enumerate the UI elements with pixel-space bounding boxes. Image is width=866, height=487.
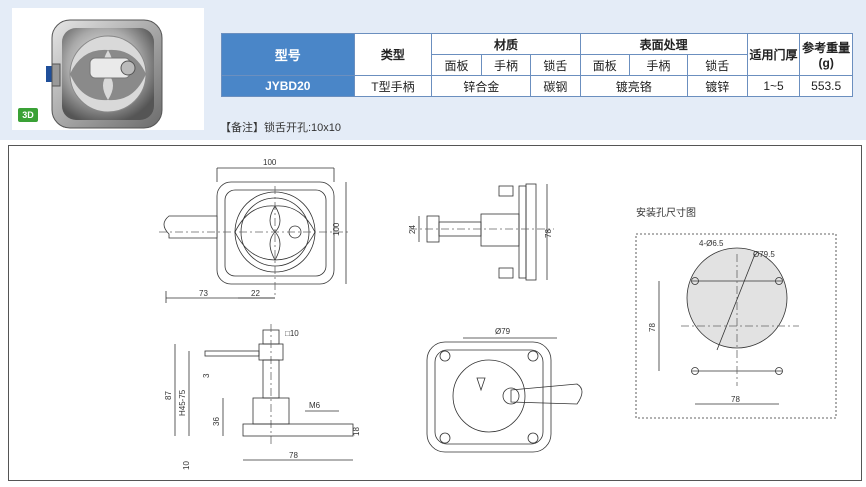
back-view: Ø79	[426, 327, 583, 453]
dim-sec-base: 78	[289, 451, 298, 460]
note-text: 【备注】锁舌开孔:10x10	[220, 122, 342, 134]
section-view: □10 87 H45-75 3 36 M6 18 10 78	[164, 324, 361, 470]
cell-material-panel-handle: 锌合金	[431, 75, 532, 97]
cell-weight: 553.5	[799, 75, 853, 97]
dim-sec-total: 87	[164, 391, 173, 400]
dim-sec-10: 10	[182, 461, 191, 470]
cell-surface-tongue: 镀锌	[686, 75, 748, 97]
header-material: 材质	[431, 33, 581, 55]
dim-side-78: 78	[544, 229, 553, 238]
dim-back-dia: Ø79	[495, 327, 511, 336]
dim-mount-w: 78	[731, 395, 740, 404]
cell-surface-panel-handle: 镀亮铬	[579, 75, 688, 97]
dim-front-width: 100	[263, 158, 277, 167]
spec-table: 型号 类型 材质 表面处理 适用门厚 参考重量(g) 面板 手柄 锁舌 面板 手…	[221, 33, 853, 97]
header-surface-panel: 面板	[579, 54, 631, 76]
header-material-handle: 手柄	[480, 54, 532, 76]
dim-front-left: 73	[199, 289, 208, 298]
dim-sec-36: 36	[212, 417, 221, 426]
header-surface-handle: 手柄	[629, 54, 688, 76]
cell-door-thickness: 1~5	[746, 75, 801, 97]
header-type: 类型	[353, 33, 433, 76]
header-surface: 表面处理	[579, 33, 748, 55]
header-model: 型号	[221, 33, 355, 76]
header-material-panel: 面板	[431, 54, 482, 76]
dim-sec-3: 3	[202, 373, 211, 378]
side-view: 24 78	[408, 183, 554, 281]
header-door-thickness: 适用门厚	[746, 33, 801, 76]
dim-sec-range: H45-75	[178, 389, 187, 416]
cell-material-tongue: 碳钢	[530, 75, 581, 97]
dim-side-24: 24	[408, 225, 417, 234]
mount-title: 安装孔尺寸图	[636, 206, 696, 219]
header-material-tongue: 锁舌	[530, 54, 581, 76]
dim-mount-bore: Ø79.5	[753, 250, 775, 259]
cell-type: T型手柄	[353, 75, 433, 97]
product-photo	[12, 8, 204, 130]
technical-drawing: 100 100 73 22	[8, 145, 862, 481]
3d-badge[interactable]: 3D	[18, 108, 38, 122]
dim-front-offset: 22	[251, 289, 260, 298]
mount-diagram: 安装孔尺寸图 4-Ø6.5 Ø79.5 78 78	[635, 206, 837, 419]
header-weight: 参考重量(g)	[799, 33, 853, 76]
dim-sec-18: 18	[352, 427, 361, 436]
cell-model: JYBD20	[221, 75, 355, 97]
dim-sec-square: □10	[285, 329, 299, 338]
dim-mount-h: 78	[648, 323, 657, 332]
front-view: 100 100 73 22	[159, 158, 349, 303]
dim-mount-holes: 4-Ø6.5	[699, 239, 724, 248]
dim-sec-thread: M6	[309, 401, 321, 410]
header-surface-tongue: 锁舌	[686, 54, 748, 76]
dim-front-height: 100	[332, 222, 341, 236]
